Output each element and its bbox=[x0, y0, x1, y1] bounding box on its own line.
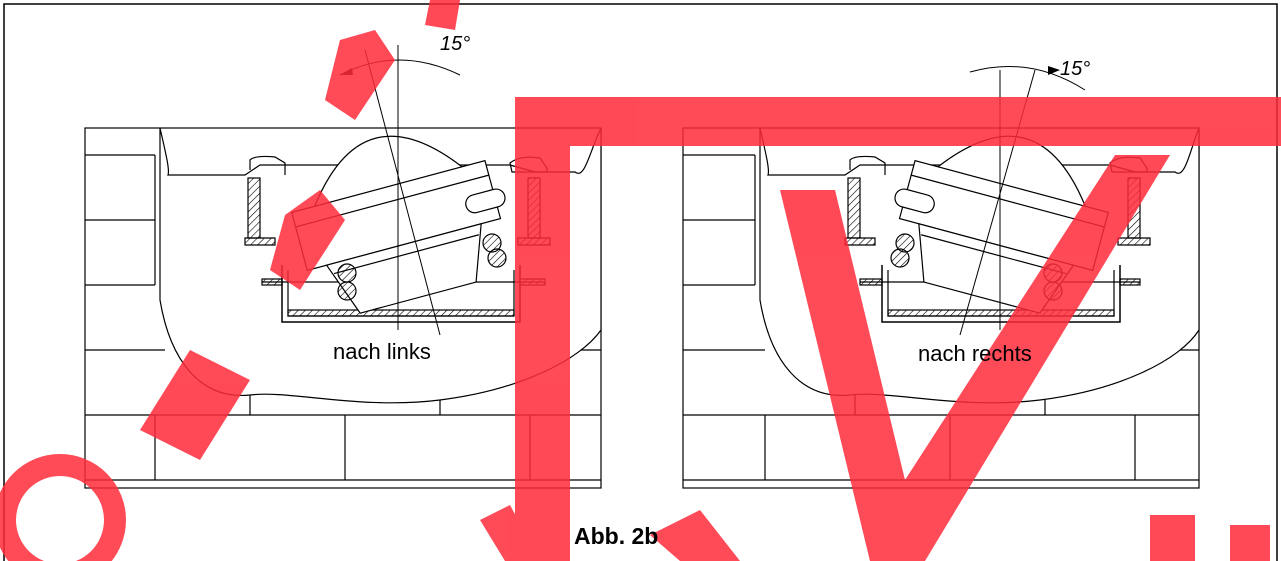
tilt-angle-label-left: 15° bbox=[440, 33, 471, 55]
panel-left bbox=[84, 45, 602, 489]
arrow-left bbox=[340, 68, 353, 75]
panel-label-left: nach links bbox=[333, 339, 431, 364]
arrow-right bbox=[1048, 66, 1060, 75]
tilt-angle-label-right: 15° bbox=[1060, 58, 1091, 80]
figure-caption: Abb. 2b bbox=[574, 523, 659, 549]
angle-arc-left bbox=[339, 59, 461, 76]
panel-right bbox=[682, 65, 1200, 489]
panel-label-right: nach rechts bbox=[918, 341, 1032, 366]
figure-frame bbox=[3, 3, 1278, 561]
angle-arc-right bbox=[969, 65, 1086, 91]
